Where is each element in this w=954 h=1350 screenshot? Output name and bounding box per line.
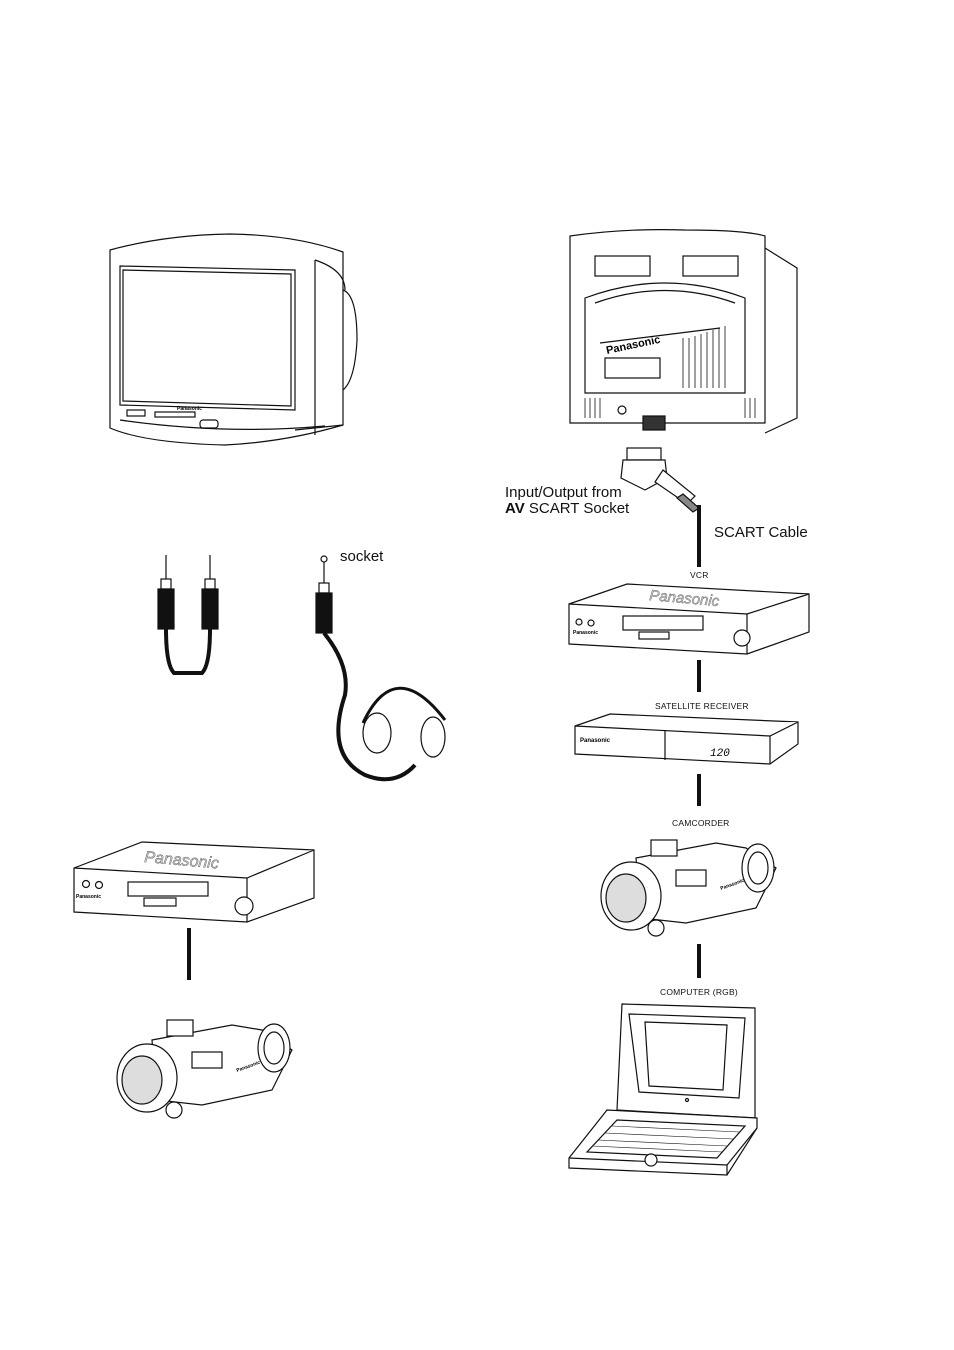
scart-cable-label: SCART Cable bbox=[714, 524, 808, 541]
svg-text:Panasonic: Panasonic bbox=[177, 406, 202, 412]
svg-text:Panasonic: Panasonic bbox=[573, 630, 598, 636]
camcorder-computer-cable bbox=[697, 944, 701, 978]
scart-cable bbox=[697, 505, 701, 567]
headphones-icon bbox=[305, 555, 465, 790]
io-label-line1: Input/Output from bbox=[505, 484, 622, 501]
vcr-satellite-cable bbox=[697, 660, 701, 692]
rca-plug-icon bbox=[150, 555, 230, 680]
io-label-rest: SCART Socket bbox=[525, 500, 630, 517]
satellite-label: SATELLITE RECEIVER bbox=[655, 701, 749, 711]
tv-front-icon: Panasonic bbox=[105, 230, 355, 450]
camcorder-icon: Panasonic bbox=[596, 828, 781, 943]
satellite-camcorder-cable bbox=[697, 774, 701, 806]
svg-text:Panasonic: Panasonic bbox=[76, 894, 101, 900]
laptop-icon bbox=[567, 1000, 767, 1178]
vcr-camcorder-cable bbox=[187, 928, 191, 980]
vcr-icon: Panasonic Panasonic bbox=[72, 840, 317, 930]
io-label-line2: AV SCART Socket bbox=[505, 500, 629, 517]
vcr-label: VCR bbox=[690, 570, 709, 580]
camcorder-label: CAMCORDER bbox=[672, 818, 730, 828]
satellite-receiver-icon: Panasonic 120 bbox=[570, 712, 802, 770]
io-label-av: AV bbox=[505, 500, 525, 517]
svg-text:Panasonic: Panasonic bbox=[580, 738, 611, 744]
vcr-icon: Panasonic Panasonic bbox=[567, 582, 812, 662]
tv-rear-icon: Panasonic bbox=[565, 228, 805, 448]
camcorder-icon: Panasonic bbox=[112, 1010, 297, 1125]
satellite-display: 120 bbox=[710, 748, 730, 760]
computer-label: COMPUTER (RGB) bbox=[660, 987, 738, 997]
